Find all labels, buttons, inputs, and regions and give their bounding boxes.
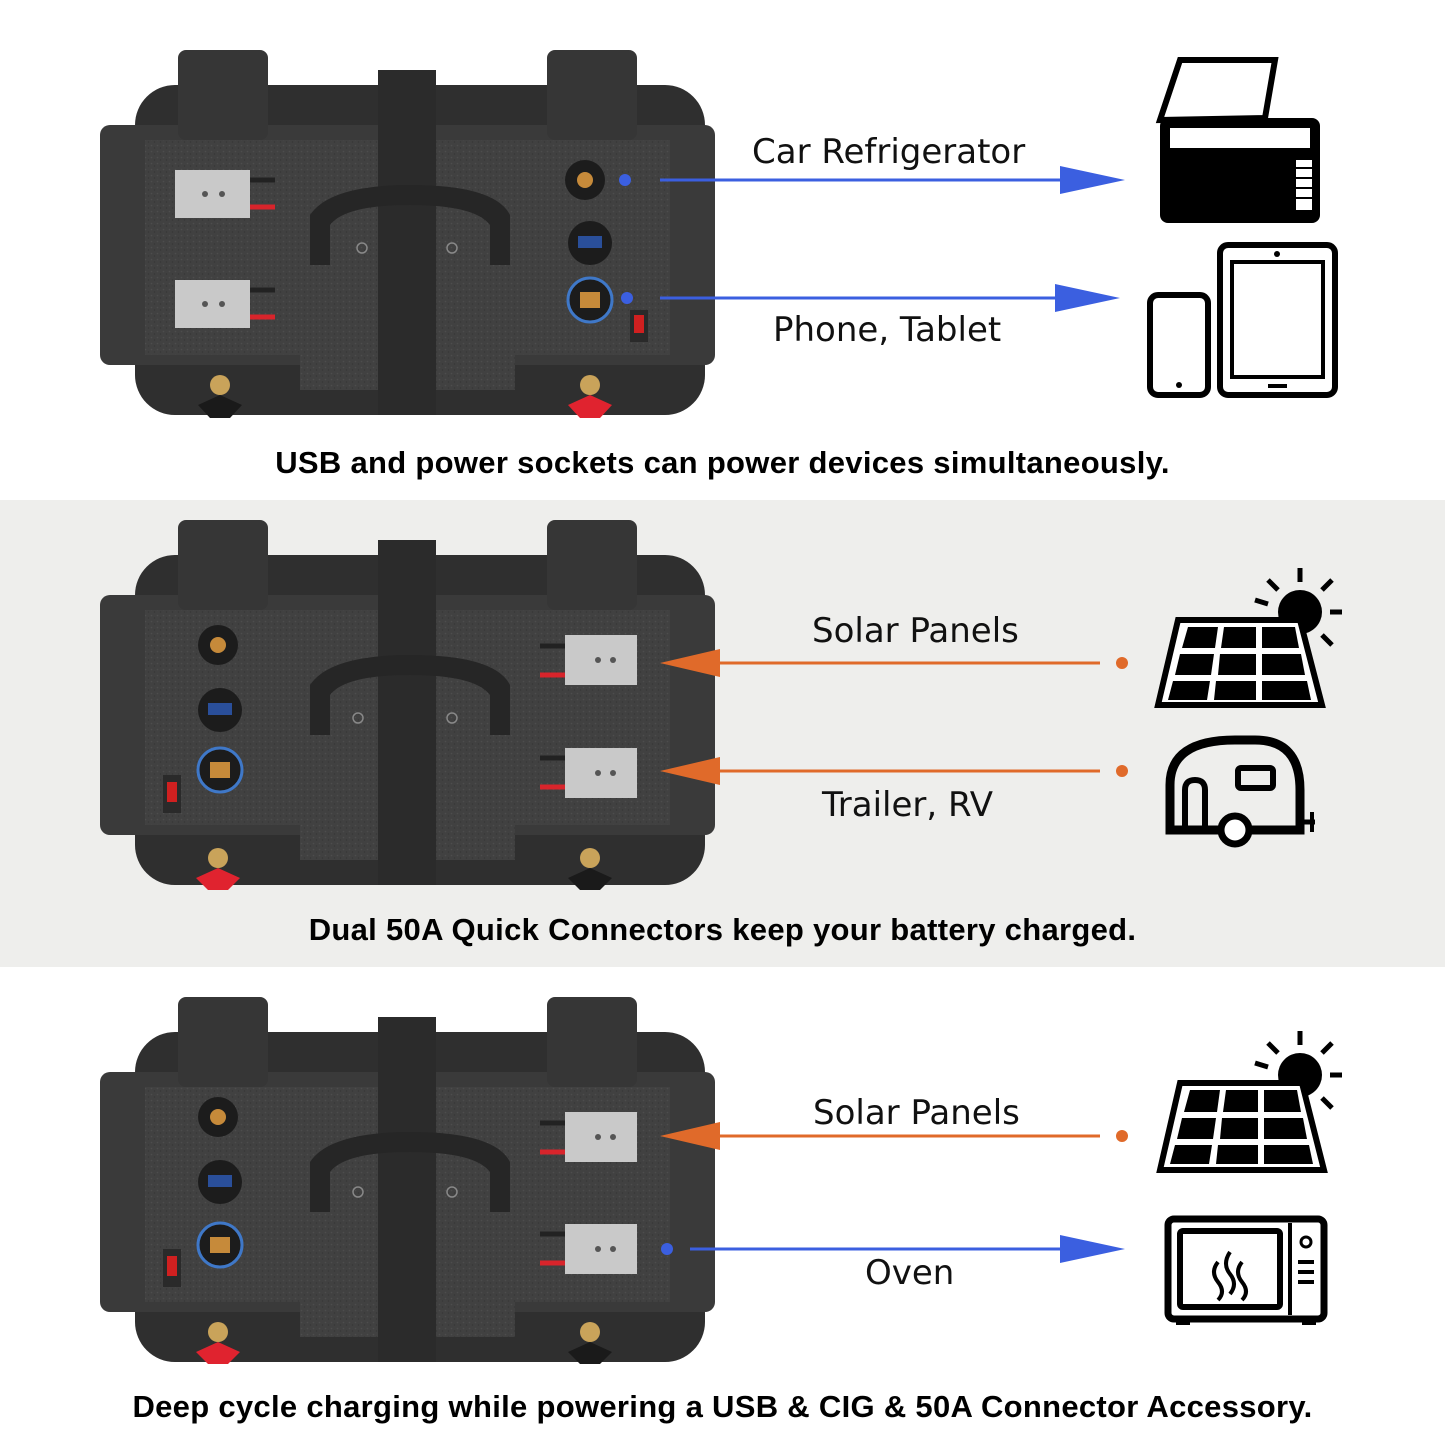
phone-tablet-icon xyxy=(1147,242,1338,398)
anderson-connector xyxy=(175,170,275,218)
battery-box xyxy=(100,50,715,418)
device-label: Oven xyxy=(865,1253,955,1293)
usb-socket xyxy=(566,276,614,324)
battery-box xyxy=(100,997,715,1364)
anderson-connector xyxy=(540,1112,637,1162)
battery-box xyxy=(100,520,715,890)
device-label: Solar Panels xyxy=(813,1093,1020,1133)
arrow-in-1 xyxy=(660,649,1128,677)
solar-panel-icon xyxy=(1156,1031,1342,1173)
cig-socket xyxy=(565,160,605,200)
arrow-in-1 xyxy=(660,1122,1128,1150)
microwave-oven-icon xyxy=(1164,1215,1328,1325)
camper-trailer-icon xyxy=(1165,735,1315,848)
arrow-out-2 xyxy=(661,1235,1125,1263)
solar-panel-icon xyxy=(1154,568,1342,708)
usb-socket xyxy=(196,1221,244,1269)
panel-3: Solar Panels Oven Deep cycle charging wh… xyxy=(0,967,1445,1445)
voltmeter xyxy=(198,1160,242,1204)
anderson-connector xyxy=(540,1224,637,1274)
arrow-out-2 xyxy=(621,284,1120,312)
anderson-connector xyxy=(540,748,637,798)
voltmeter xyxy=(568,221,612,265)
panel-caption: Dual 50A Quick Connectors keep your batt… xyxy=(308,912,1137,947)
arrow-in-2 xyxy=(660,757,1128,785)
panel-caption: USB and power sockets can power devices … xyxy=(275,445,1170,480)
panel-1: Car Refrigerator Phone, Tablet USB and p… xyxy=(0,0,1445,500)
device-label: Trailer, RV xyxy=(822,785,994,825)
voltmeter xyxy=(198,688,242,732)
arrow-out-1 xyxy=(619,166,1125,194)
cig-socket xyxy=(198,1097,238,1137)
anderson-connector xyxy=(175,280,275,328)
panel-caption: Deep cycle charging while powering a USB… xyxy=(132,1389,1313,1424)
anderson-connector xyxy=(540,635,637,685)
device-label: Phone, Tablet xyxy=(773,310,1002,350)
car-refrigerator-icon xyxy=(1155,57,1320,223)
cig-socket xyxy=(198,625,238,665)
device-label: Car Refrigerator xyxy=(752,132,1026,172)
usb-socket xyxy=(196,746,244,794)
panel-2: Solar Panels Trailer, RV Dual 50A Quick … xyxy=(0,500,1445,967)
device-label: Solar Panels xyxy=(812,611,1019,651)
